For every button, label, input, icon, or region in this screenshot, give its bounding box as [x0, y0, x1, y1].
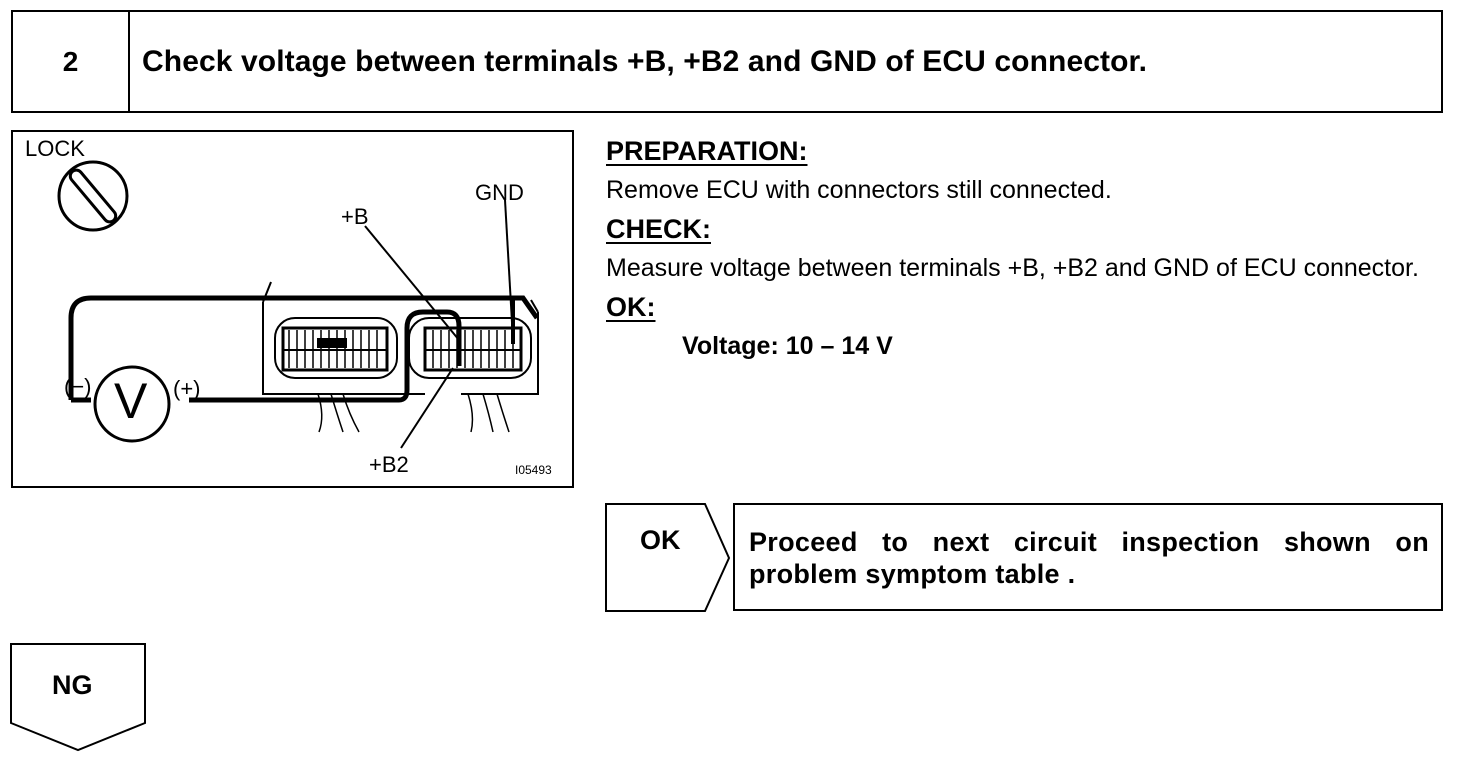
- ng-arrow-box: [10, 643, 146, 752]
- step-number: 2: [13, 12, 130, 111]
- ecu-body: [262, 302, 539, 395]
- step-title: Check voltage between terminals +B, +B2 …: [142, 44, 1148, 78]
- check-heading: CHECK:: [606, 214, 711, 244]
- positive-terminal-label: (+): [173, 376, 201, 401]
- ecu-connector-left: [274, 317, 398, 379]
- step-header: 2 Check voltage between terminals +B, +B…: [11, 10, 1443, 113]
- ignition-lock-icon: [57, 160, 129, 232]
- voltmeter-label: V: [114, 373, 148, 429]
- ok-result-action: Proceed to next circuit inspection shown…: [733, 503, 1443, 611]
- gnd-label: GND: [475, 180, 524, 205]
- check-text: Measure voltage between terminals +B, +B…: [606, 254, 1419, 282]
- ng-result-label: NG: [52, 670, 93, 700]
- figure-code: I05493: [515, 463, 552, 477]
- ok-result-label: OK: [640, 525, 681, 555]
- negative-lead: [68, 295, 540, 400]
- lock-label: LOCK: [25, 136, 85, 161]
- wiring-diagram: [57, 160, 540, 449]
- wiring-figure: LOCK GND +B +B2 (−) (+) V I05493: [11, 130, 574, 488]
- ok-spec: Voltage: 10 – 14 V: [682, 332, 893, 360]
- preparation-text: Remove ECU with connectors still connect…: [606, 176, 1112, 204]
- voltmeter-icon: [93, 365, 171, 443]
- positive-lead: [189, 309, 462, 403]
- ok-arrow-box: [605, 503, 731, 612]
- ecu-connector-right: [408, 317, 532, 379]
- b2-terminal-label: +B2: [369, 452, 409, 477]
- instructions: PREPARATION: Remove ECU with connectors …: [606, 132, 1456, 366]
- negative-terminal-label: (−): [64, 374, 92, 399]
- preparation-heading: PREPARATION:: [606, 136, 808, 166]
- ok-heading: OK:: [606, 292, 656, 322]
- b-terminal-label: +B: [341, 204, 369, 229]
